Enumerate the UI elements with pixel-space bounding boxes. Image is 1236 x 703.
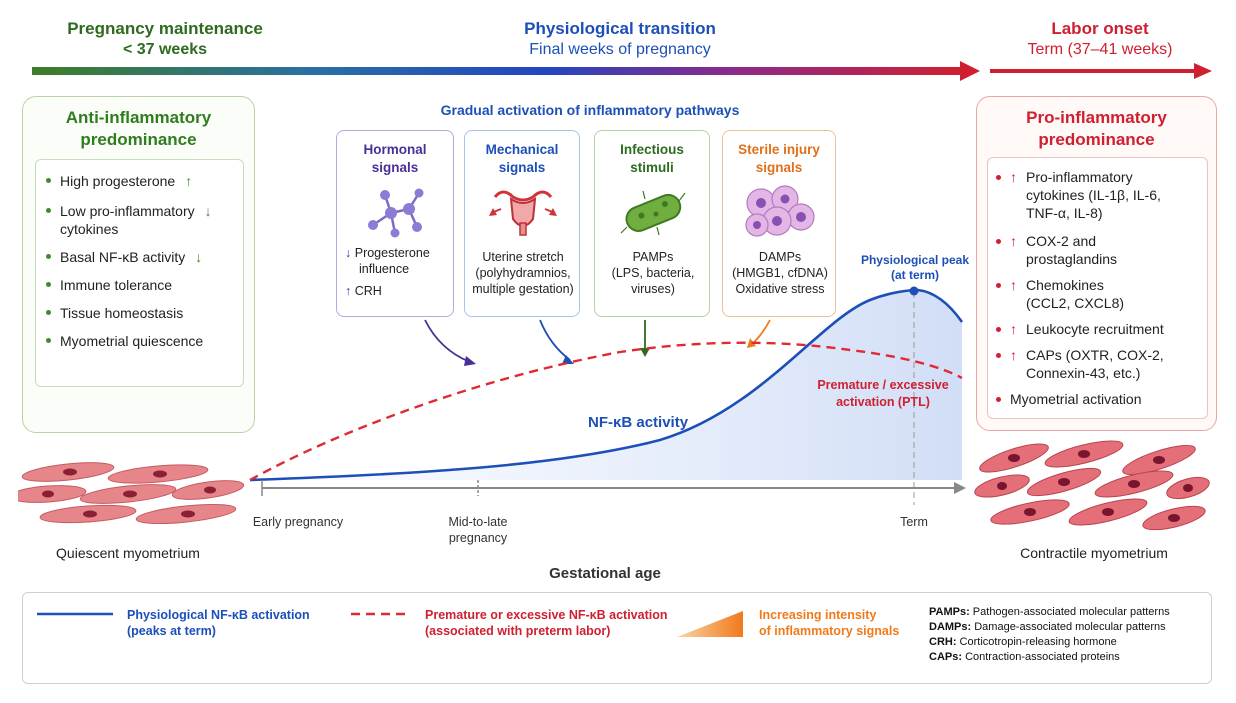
list-item: Tissue homeostasis [46, 304, 183, 322]
premature-curve [249, 341, 963, 482]
header-center-sub: Final weeks of pregnancy [529, 41, 711, 58]
sterile-arrow [751, 319, 771, 345]
nfkb-activity-label: NF-κB activity [588, 414, 689, 431]
uterus-icon [489, 190, 557, 236]
list-item: Myometrial activation [996, 390, 1142, 408]
hormonal-arrow [424, 319, 471, 363]
arrowhead [747, 338, 756, 348]
legend-dashed-line [351, 612, 411, 616]
arrowhead [640, 348, 650, 357]
up-arrow-icon: ↑ [1010, 321, 1017, 337]
list-item: ↑ CAPs (OXTR, COX-2, Connexin-43, etc.) [996, 346, 1164, 382]
list-item: Low pro-inflammatory↓cytokines [46, 202, 212, 238]
header-left-sub: < 37 weeks [122, 41, 208, 58]
abbr-caps: CAPs: Contraction-associated proteins [929, 651, 1120, 663]
signals-heading: Gradual activation of inflammatory pathw… [440, 102, 740, 118]
down-arrow-icon: ↓ [345, 246, 352, 260]
up-arrow-icon: ↑ [345, 284, 352, 298]
up-arrow-icon: ↑ [1010, 277, 1017, 293]
sterile-text: DAMPs (HMGB1, cfDNA) Oxidative stress [732, 250, 828, 296]
header-left: Pregnancy maintenance < 37 weeks [50, 19, 280, 61]
contractile-cells-image [974, 440, 1210, 531]
up-arrow-icon: ↑ [1010, 233, 1017, 249]
mechanical-text: Uterine stretch (polyhydramnios, multipl… [472, 250, 574, 296]
x-axis-title: Gestational age [549, 565, 661, 582]
list-item: High progesterone↑ [46, 172, 192, 190]
left-panel-title-line1: Anti-inflammatory [65, 108, 212, 127]
infectious-text: PAMPs (LPS, bacteria, viruses) [611, 250, 695, 296]
legend-physiological: Physiological NF-κB activation(peaks at … [127, 608, 310, 638]
list-item: ↑ Chemokines (CCL2, CXCL8) [996, 276, 1124, 312]
up-arrow-icon: ↑ [1010, 169, 1017, 185]
molecule-icon [368, 188, 424, 238]
hormonal-text: ↓ Progesterone influence ↑ CRH [345, 246, 430, 298]
damaged-cells-icon [745, 185, 815, 237]
abbr-damps: DAMPs: Damage-associated molecular patte… [929, 621, 1166, 633]
bacterium-icon [620, 190, 686, 236]
right-panel-title: Pro-inflammatory predominance [977, 107, 1216, 151]
timeline-arrow [32, 61, 1212, 81]
header-left-title: Pregnancy maintenance [67, 19, 263, 38]
list-item: Myometrial quiescence [46, 332, 203, 350]
anti-inflammatory-panel: Anti-inflammatory predominance High prog… [22, 96, 255, 433]
list-item: Basal NF-κB activity↓ [46, 248, 202, 266]
right-panel-title-line2: predominance [1038, 130, 1155, 149]
header-right-sub: Term (37–41 weeks) [1027, 41, 1173, 58]
quiescent-cells-image [18, 462, 245, 525]
legend-solid-line [37, 612, 113, 616]
header-right: Labor onset Term (37–41 weeks) [990, 19, 1210, 61]
x-axis-arrowhead [954, 482, 966, 494]
left-panel-title: Anti-inflammatory predominance [23, 107, 254, 151]
nfkb-curve-graph [249, 286, 966, 505]
abbreviations: PAMPs: Pathogen-associated molecular pat… [929, 605, 1170, 665]
list-item: ↑ Leukocyte recruitment [996, 320, 1164, 338]
signal-arrows [424, 319, 771, 363]
up-arrow-icon: ↑ [185, 173, 193, 189]
abbr-crh: CRH: Corticotropin-releasing hormone [929, 636, 1117, 648]
curve-fill-area [250, 290, 962, 480]
quiescent-caption: Quiescent myometrium [56, 545, 200, 561]
header-center-title: Physiological transition [524, 19, 716, 38]
abbr-pamps: PAMPs: Pathogen-associated molecular pat… [929, 606, 1170, 618]
right-panel-title-line1: Pro-inflammatory [1026, 108, 1167, 127]
down-arrow-icon: ↓ [195, 249, 203, 265]
right-panel-list: ↑ Pro-inflammatory cytokines (IL-1β, IL-… [987, 157, 1208, 419]
down-arrow-icon: ↓ [204, 203, 212, 219]
up-arrow-icon: ↑ [1010, 347, 1017, 363]
tick-label-early: Early pregnancy [252, 515, 344, 529]
arrowhead [464, 356, 476, 366]
legend: Physiological NF-κB activation(peaks at … [22, 592, 1212, 684]
pro-inflammatory-panel: Pro-inflammatory predominance ↑ Pro-infl… [976, 96, 1217, 431]
list-item: ↑ COX-2 and prostaglandins [996, 232, 1117, 268]
left-panel-list: High progesterone↑ Low pro-inflammatory↓… [35, 159, 244, 387]
list-item: ↑ Pro-inflammatory cytokines (IL-1β, IL-… [996, 168, 1161, 222]
tick-label-term: Term [900, 515, 928, 529]
physiological-peak-label: Physiological peak(at term) [860, 253, 970, 282]
arrowhead [562, 355, 574, 364]
legend-intensity-wedge [677, 611, 743, 637]
peak-point [909, 286, 919, 296]
left-panel-title-line2: predominance [80, 130, 197, 149]
header-center: Physiological transition Final weeks of … [470, 19, 770, 61]
legend-premature: Premature or excessive NF-κB activation(… [425, 608, 668, 638]
mechanical-arrow [539, 319, 571, 361]
contractile-caption: Contractile myometrium [1020, 545, 1168, 561]
list-item: Immune tolerance [46, 276, 172, 294]
header-right-title: Labor onset [1051, 19, 1149, 38]
